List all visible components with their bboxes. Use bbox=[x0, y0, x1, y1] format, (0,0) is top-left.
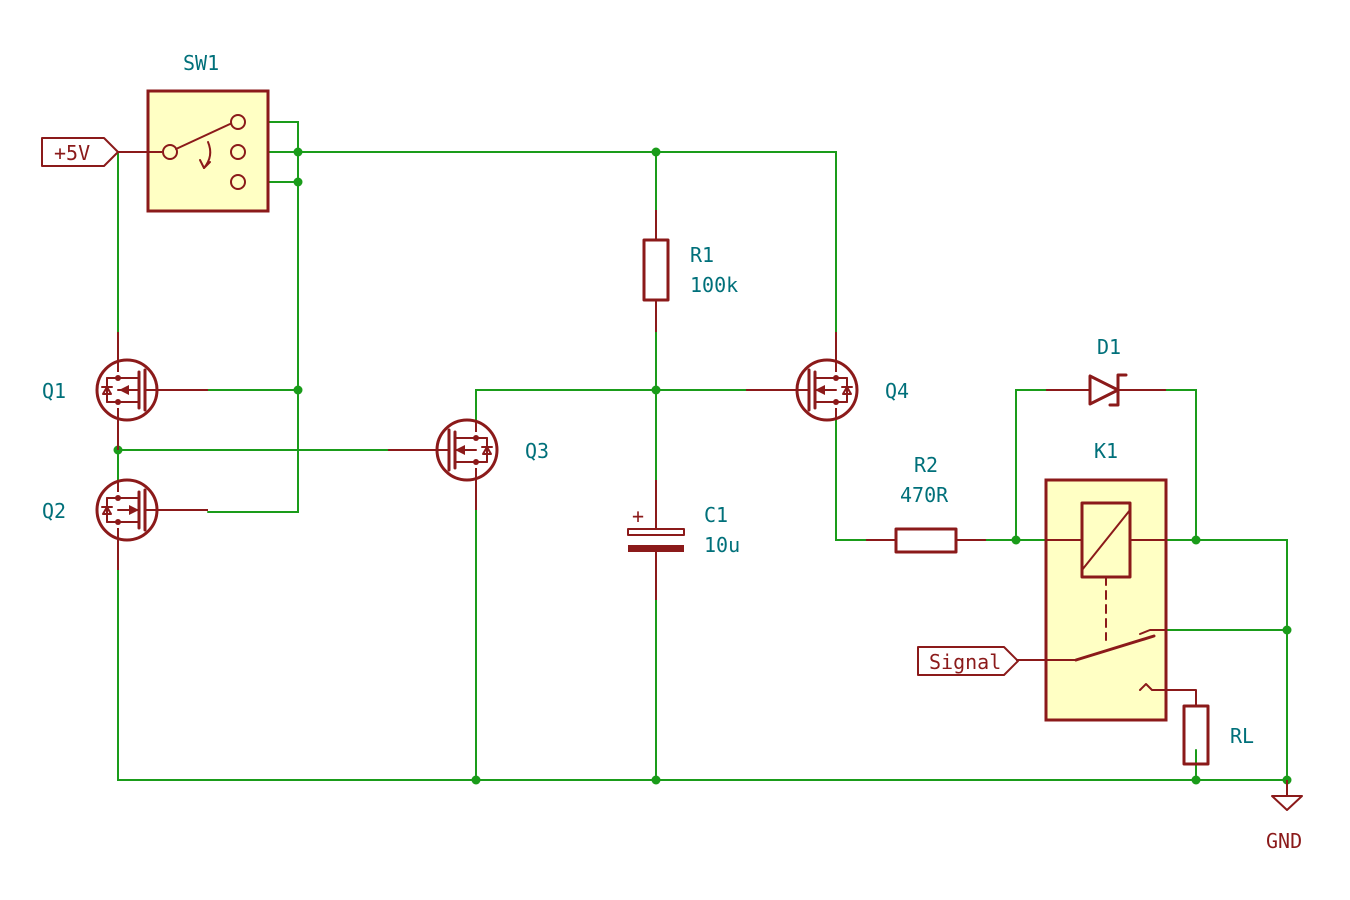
wire-q4-r2 bbox=[835, 419, 867, 541]
q1-ref: Q1 bbox=[42, 379, 66, 403]
r2-value: 470R bbox=[900, 483, 949, 507]
rl-ref: RL bbox=[1230, 724, 1254, 748]
wires bbox=[117, 121, 1288, 781]
q4-ref: Q4 bbox=[885, 379, 909, 403]
d1-diode: D1 bbox=[1046, 335, 1166, 407]
c1-value: 10u bbox=[704, 533, 740, 557]
sw1-ref: SW1 bbox=[183, 51, 219, 75]
wire-q1-q2-q3gate bbox=[117, 419, 389, 481]
junction bbox=[651, 775, 661, 785]
signal-label: Signal bbox=[917, 646, 1019, 676]
wire-node-rc bbox=[475, 389, 747, 421]
junction bbox=[651, 385, 661, 395]
signal-label-text: Signal bbox=[929, 650, 1001, 674]
q2-mosfet bbox=[95, 478, 208, 570]
q4-mosfet bbox=[746, 332, 859, 422]
r1-ref: R1 bbox=[690, 243, 714, 267]
vcc-label: +5V bbox=[41, 137, 119, 167]
junction bbox=[293, 177, 303, 187]
wire-k1-right bbox=[1165, 539, 1288, 781]
rl-resistor: RL bbox=[1182, 704, 1254, 766]
k1-relay: K1 bbox=[1016, 439, 1197, 722]
c1-polarity: + bbox=[632, 504, 644, 528]
wire-q2-source-gnd bbox=[117, 569, 1288, 781]
junction bbox=[1191, 775, 1201, 785]
q3-ref: Q3 bbox=[525, 439, 549, 463]
r2-resistor: R2 470R bbox=[866, 453, 986, 554]
wire-sw1-top bbox=[267, 121, 299, 153]
r1-resistor: R1 100k bbox=[642, 210, 738, 332]
wire-d1 bbox=[1015, 389, 1197, 541]
junction bbox=[1011, 535, 1021, 545]
k1-ref: K1 bbox=[1094, 439, 1118, 463]
junction bbox=[1191, 535, 1201, 545]
c1-ref: C1 bbox=[704, 503, 728, 527]
junction bbox=[1282, 625, 1292, 635]
junction bbox=[471, 775, 481, 785]
vcc-label-text: +5V bbox=[54, 141, 90, 165]
q1-mosfet bbox=[95, 332, 208, 450]
r2-ref: R2 bbox=[914, 453, 938, 477]
d1-ref: D1 bbox=[1097, 335, 1121, 359]
gnd-symbol: GND bbox=[1266, 780, 1303, 853]
junction bbox=[293, 147, 303, 157]
gnd-label-text: GND bbox=[1266, 829, 1302, 853]
c1-capacitor: + C1 10u bbox=[627, 480, 740, 600]
wire-sw1-bus bbox=[207, 151, 299, 513]
q3-mosfet bbox=[388, 418, 499, 510]
q2-ref: Q2 bbox=[42, 499, 66, 523]
sw1-switch: SW1 bbox=[118, 51, 270, 213]
junction bbox=[651, 147, 661, 157]
r1-value: 100k bbox=[690, 273, 738, 297]
junction bbox=[293, 385, 303, 395]
wire-top-rail bbox=[267, 151, 837, 333]
